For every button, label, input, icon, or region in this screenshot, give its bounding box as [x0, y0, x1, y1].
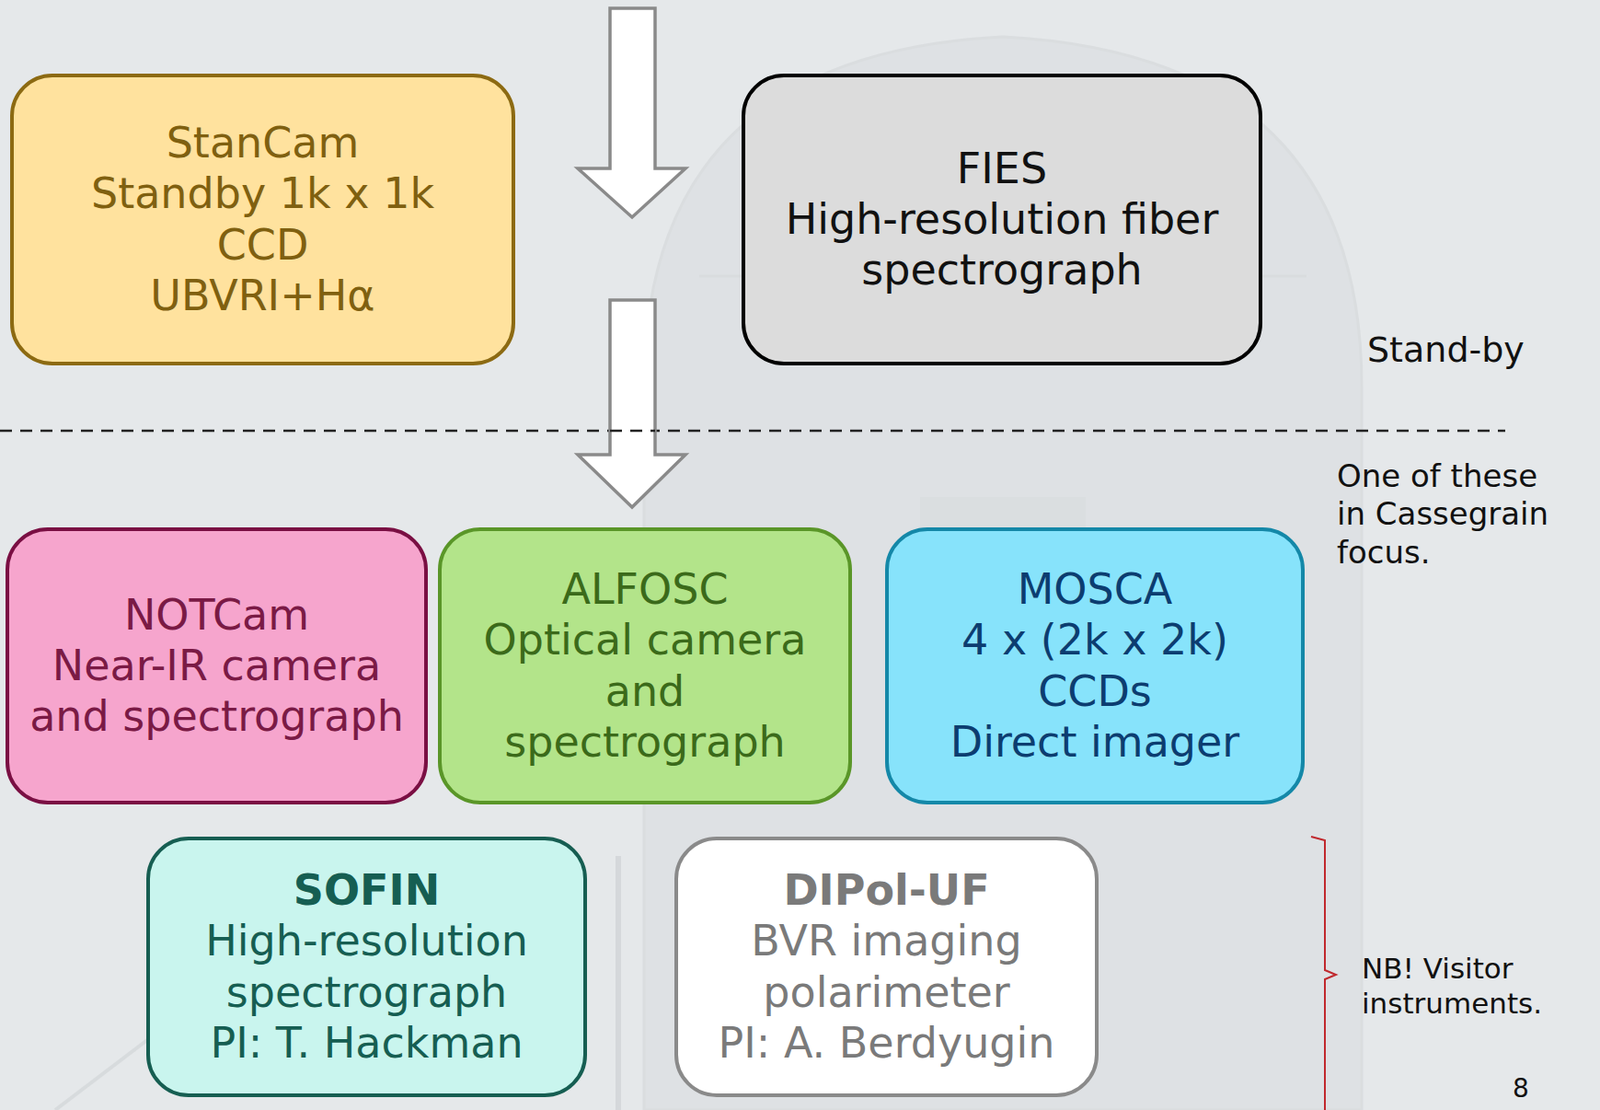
instrument-name: ALFOSC	[561, 564, 728, 615]
instrument-name: MOSCA	[1017, 564, 1174, 615]
hollow-arrow	[577, 299, 686, 507]
instrument-detail: High-resolution	[205, 915, 529, 967]
instrument-box: FIESHigh-resolution fiberspectrograph	[741, 73, 1263, 366]
instrument-detail: High-resolution fiber	[785, 194, 1220, 245]
instrument-detail: spectrograph	[226, 966, 508, 1018]
instrument-name: DIPol-UF	[782, 864, 990, 916]
instrument-name: SOFIN	[293, 864, 440, 916]
instrument-detail: BVR imaging	[750, 915, 1022, 967]
instrument-detail: and	[605, 666, 686, 717]
page-number: 8	[1512, 1072, 1530, 1105]
instrument-detail: Standby 1k x 1k	[91, 168, 435, 219]
instrument-name: NOTCam	[124, 589, 310, 641]
instrument-detail: spectrograph	[504, 716, 786, 768]
instrument-box: MOSCA4 x (2k x 2k)CCDsDirect imager	[885, 527, 1305, 805]
instrument-detail: Optical camera	[483, 614, 807, 666]
instrument-box: SOFINHigh-resolutionspectrographPI: T. H…	[146, 836, 588, 1097]
instrument-detail: and spectrograph	[29, 690, 404, 742]
instrument-box: ALFOSCOptical cameraandspectrograph	[437, 527, 852, 805]
note-label: Stand-by	[1367, 328, 1525, 371]
instrument-detail: spectrograph	[861, 244, 1143, 296]
instrument-detail: Near-IR camera	[52, 640, 381, 691]
instrument-detail: PI: T. Hackman	[209, 1017, 523, 1069]
instrument-box: StanCamStandby 1k x 1kCCDUBVRI+Hα	[10, 73, 516, 366]
note-label: NB! Visitor instruments.	[1361, 951, 1551, 1022]
instrument-detail: CCD	[217, 219, 310, 271]
instrument-box: NOTCamNear-IR cameraand spectrograph	[5, 527, 428, 805]
instrument-detail: polarimeter	[762, 966, 1010, 1018]
note-label: One of these in Cassegrain focus.	[1336, 457, 1572, 572]
instrument-detail: PI: A. Berdyugin	[717, 1017, 1055, 1069]
instrument-detail: CCDs	[1037, 666, 1152, 717]
divider-line	[0, 429, 1506, 433]
instrument-name: FIES	[956, 143, 1048, 195]
instrument-detail: UBVRI+Hα	[149, 270, 375, 322]
divider-line	[610, 429, 656, 433]
instrument-box: DIPol-UFBVR imagingpolarimeterPI: A. Ber…	[674, 836, 1099, 1097]
instrument-detail: Direct imager	[950, 716, 1241, 768]
instrument-name: StanCam	[166, 117, 360, 169]
hollow-arrow	[577, 8, 686, 218]
bracket	[1311, 836, 1336, 1110]
instrument-detail: 4 x (2k x 2k)	[961, 614, 1229, 666]
